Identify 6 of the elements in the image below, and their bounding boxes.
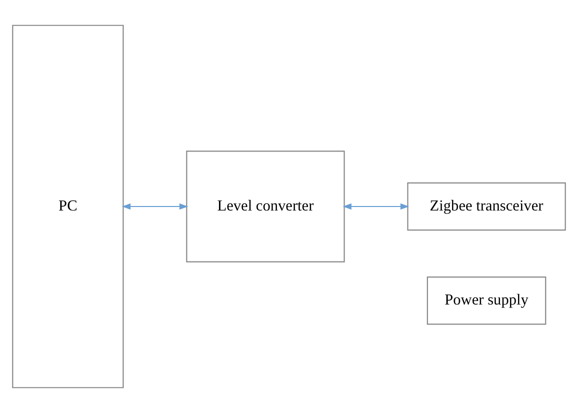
node-box: Power supply [426,276,546,325]
node-box: Zigbee transceiver [407,182,566,231]
node-box: Level converter [186,150,345,262]
arrow [122,203,188,210]
node-box: PC [12,24,124,388]
arrow [342,203,410,210]
